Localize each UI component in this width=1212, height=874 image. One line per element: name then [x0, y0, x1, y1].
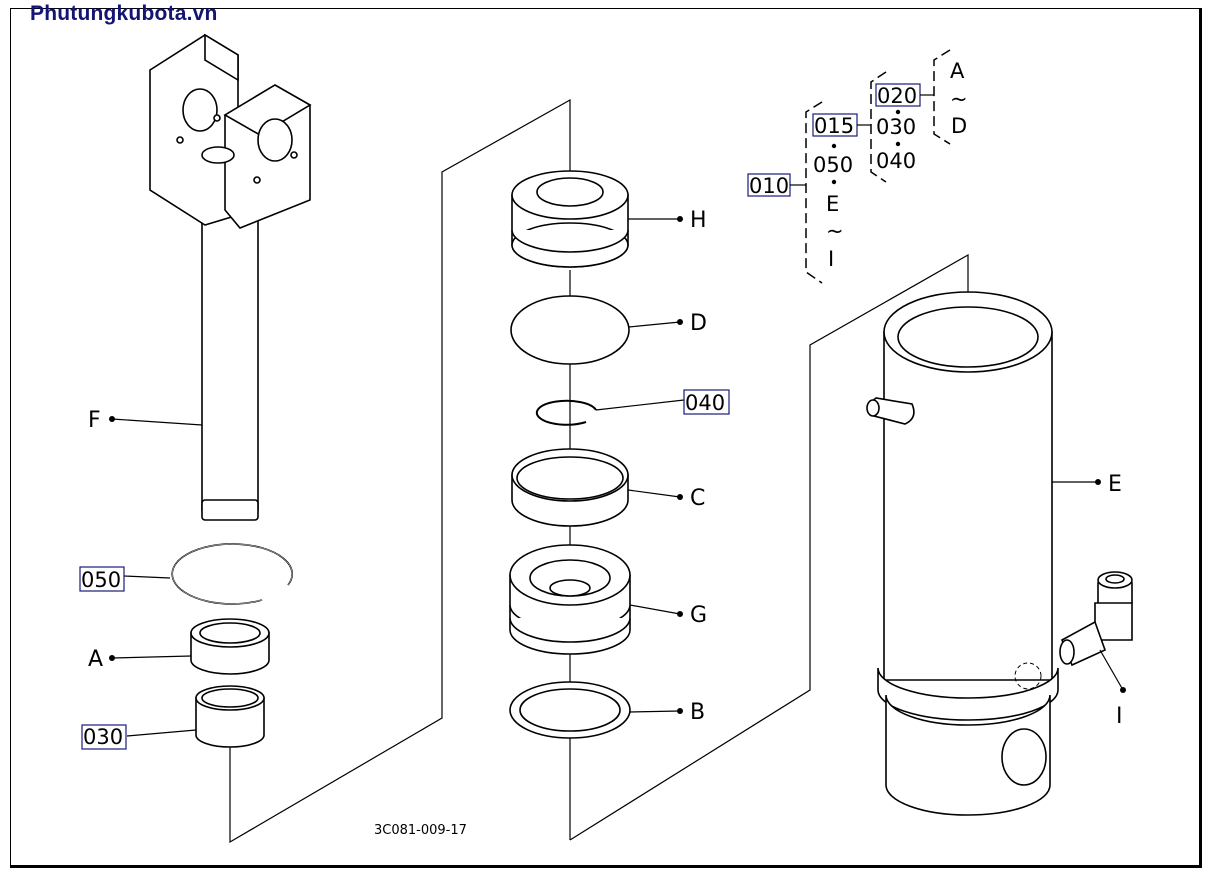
ref-box-050[interactable] — [79, 566, 125, 592]
tree-010: 010 — [749, 174, 789, 198]
tree-020: 020 — [877, 84, 917, 108]
drawing-code: 3C081-009-17 — [374, 823, 467, 838]
tree-A: A — [950, 59, 965, 83]
leader-lines — [109, 216, 1126, 737]
tree-D: D — [951, 114, 967, 138]
ring-part-B[interactable] — [509, 681, 631, 739]
label-040: 040 — [685, 391, 725, 415]
piston-part-G[interactable] — [509, 544, 631, 655]
tree-E: E — [826, 192, 839, 216]
rod-clevis-part-F[interactable] — [149, 33, 312, 521]
elbow-fitting-part-I[interactable] — [1059, 571, 1133, 667]
label-F: F — [88, 408, 101, 433]
ref-box-030[interactable] — [81, 724, 127, 750]
label-050: 050 — [81, 568, 121, 592]
snap-ring-040[interactable] — [535, 399, 597, 426]
gland-part-H[interactable] — [511, 170, 629, 268]
label-I: I — [1116, 704, 1123, 729]
label-E: E — [1108, 472, 1122, 497]
label-D: D — [690, 311, 707, 336]
label-030: 030 — [83, 725, 123, 749]
tree-015: 015 — [814, 114, 854, 138]
bushing-part-A[interactable] — [190, 618, 270, 675]
drawing-frame — [10, 8, 1202, 868]
tree-040: 040 — [876, 149, 916, 173]
o-ring-part-D[interactable] — [510, 295, 630, 365]
label-C: C — [690, 486, 705, 511]
label-G: G — [690, 603, 707, 628]
tree-tilde-1: ~ — [826, 219, 844, 243]
tree-050: 050 — [813, 153, 853, 177]
bushing-part-030[interactable] — [195, 685, 265, 748]
label-H: H — [690, 208, 707, 233]
snap-ring-050[interactable] — [171, 543, 293, 605]
label-A: A — [88, 647, 103, 672]
ref-box-040[interactable] — [683, 389, 730, 415]
tree-tilde-2: ~ — [950, 87, 968, 111]
cylinder-tube-part-E[interactable] — [866, 291, 1059, 816]
label-B: B — [690, 700, 705, 725]
assembly-tree: 010 015 050 E ~ I 020 030 040 A ~ D — [747, 49, 968, 284]
tree-030: 030 — [876, 115, 916, 139]
tree-I: I — [828, 247, 834, 271]
site-title: Phutungkubota.vn — [30, 2, 218, 25]
ring-part-C[interactable] — [511, 448, 629, 527]
